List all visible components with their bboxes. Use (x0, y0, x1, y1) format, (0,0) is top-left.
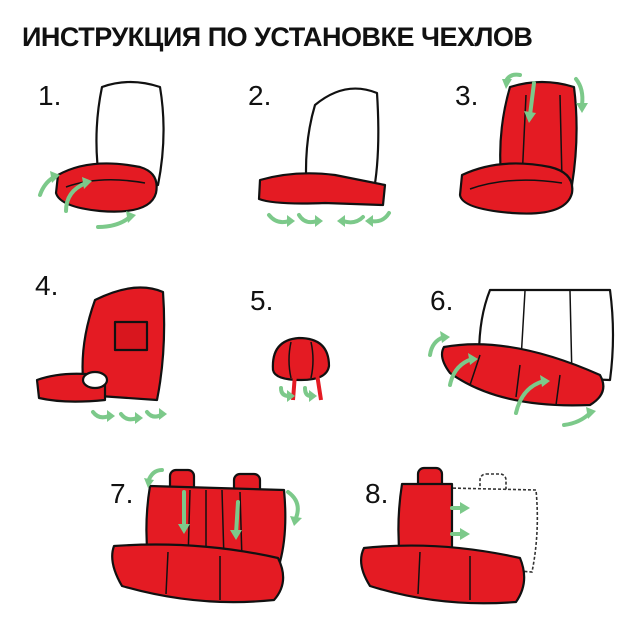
step-1-illustration (38, 80, 165, 229)
step-4-illustration (35, 286, 167, 424)
step-number-5: 5. (250, 285, 274, 316)
step-5-illustration (271, 336, 331, 402)
step-3-illustration (458, 72, 588, 215)
step-7-illustration (111, 468, 302, 604)
step-number-7: 7. (110, 478, 134, 509)
step-number-8: 8. (365, 478, 389, 509)
step-number-1: 1. (38, 80, 62, 111)
step-number-2: 2. (248, 80, 272, 111)
page-title: ИНСТРУКЦИЯ ПО УСТАНОВКЕ ЧЕХЛОВ (22, 22, 533, 52)
step-number-4: 4. (35, 270, 59, 301)
step-6-illustration (428, 288, 615, 427)
step-2-illustration (257, 87, 391, 227)
step-number-6: 6. (430, 285, 454, 316)
step-number-3: 3. (455, 80, 479, 111)
step-8-illustration (359, 466, 539, 605)
